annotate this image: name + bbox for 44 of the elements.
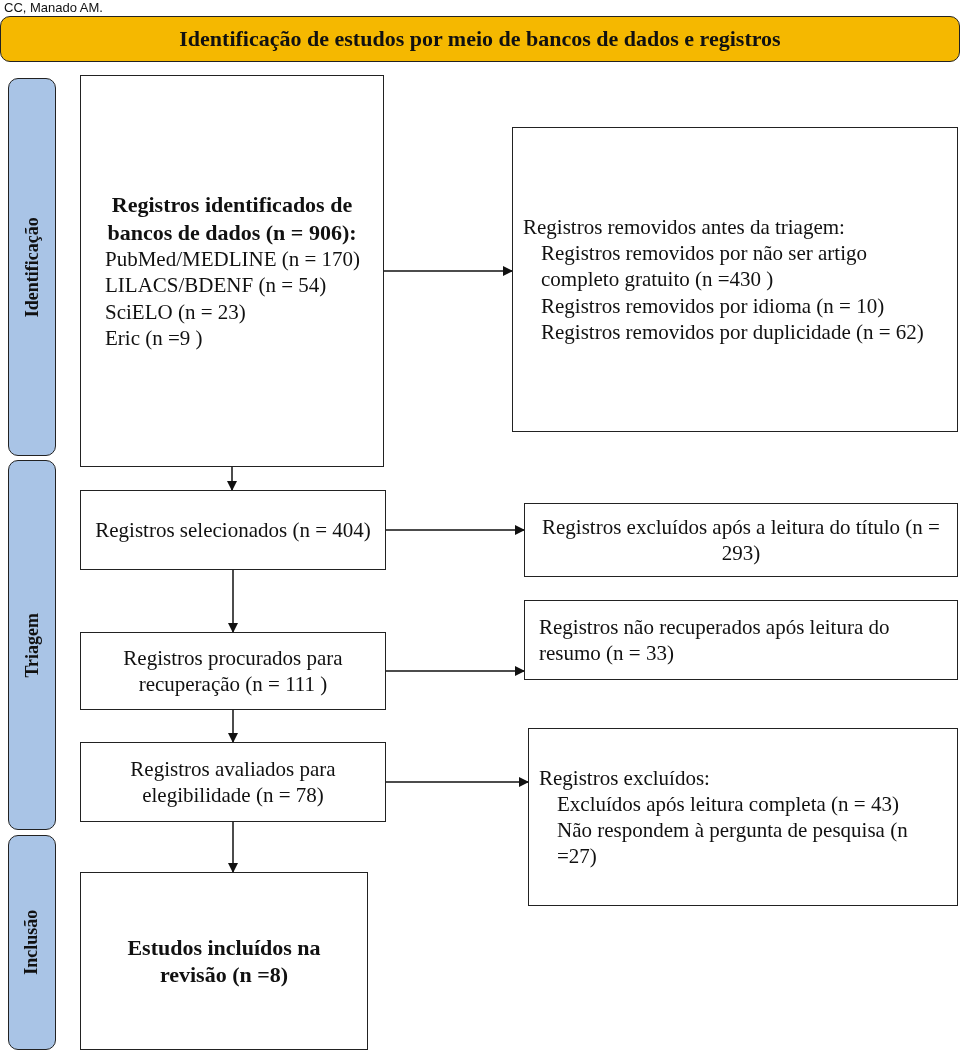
process-box <box>512 127 958 432</box>
process-box <box>524 503 958 577</box>
box-text: Registros avaliados para elegibilidade (n = 78) <box>129 755 337 809</box>
box-heading: Registros identificados de bancos de dados (n = 906): <box>106 191 358 246</box>
box-text: Registros selecionados (n = 404) <box>94 516 372 544</box>
arrow <box>383 266 513 276</box>
process-box <box>524 600 958 680</box>
phase-label: Triagem <box>20 612 43 678</box>
box-heading: Registros removidos antes da triagem: <box>522 213 846 241</box>
phase-label: Inclusão <box>20 910 43 975</box>
box-text: Estudos incluídos na revisão (n =8) <box>126 933 322 989</box>
box-text: Excluídos após leitura completa (n = 43) <box>556 790 900 817</box>
process-box <box>80 632 386 710</box>
process-box <box>80 872 368 1050</box>
box-text: Registros procurados para recuperação (n = 111 ) <box>122 644 344 698</box>
arrow <box>385 525 525 535</box>
box-text: Registros não recuperados após leitura do resumo (n = 33) <box>538 613 891 667</box>
arrow <box>228 821 238 873</box>
process-box <box>528 728 958 906</box>
box-text: Registros removidos por idioma (n = 10) <box>540 292 886 319</box>
process-box <box>80 490 386 570</box>
box-text: PubMed/MEDLINE (n = 170) <box>104 246 362 273</box>
box-heading: Registros excluídos: <box>538 764 711 791</box>
box-text: Eric (n =9 ) <box>104 324 204 351</box>
section-header-band <box>0 16 960 62</box>
arrow <box>385 777 529 787</box>
box-text: Registros removidos por duplicidade (n = 62) <box>540 318 925 346</box>
box-text: LILACS/BDENF (n = 54) <box>104 272 328 299</box>
box-text: SciELO (n = 23) <box>104 298 247 325</box>
phase-label-band <box>8 460 56 830</box>
box-text: Não respondem à pergunta de pesquisa (n =27) <box>556 817 909 870</box>
box-text: Registros removidos por não ser artigo completo gratuito (n =430 ) <box>540 240 869 293</box>
arrow <box>228 709 238 743</box>
process-box <box>80 742 386 822</box>
phase-label-band <box>8 835 56 1050</box>
phase-label-band <box>8 78 56 456</box>
caption-text: CC, Manado AM. <box>4 0 103 15</box>
phase-label: Identificação <box>20 217 43 317</box>
arrow <box>227 466 237 491</box>
box-text: Registros excluídos após a leitura do título (n = 293) <box>541 513 941 567</box>
arrow <box>385 666 525 676</box>
process-box <box>80 75 384 467</box>
section-title: Identificação de estudos por meio de bancos de dados e registros <box>179 25 781 53</box>
arrow <box>228 569 238 633</box>
